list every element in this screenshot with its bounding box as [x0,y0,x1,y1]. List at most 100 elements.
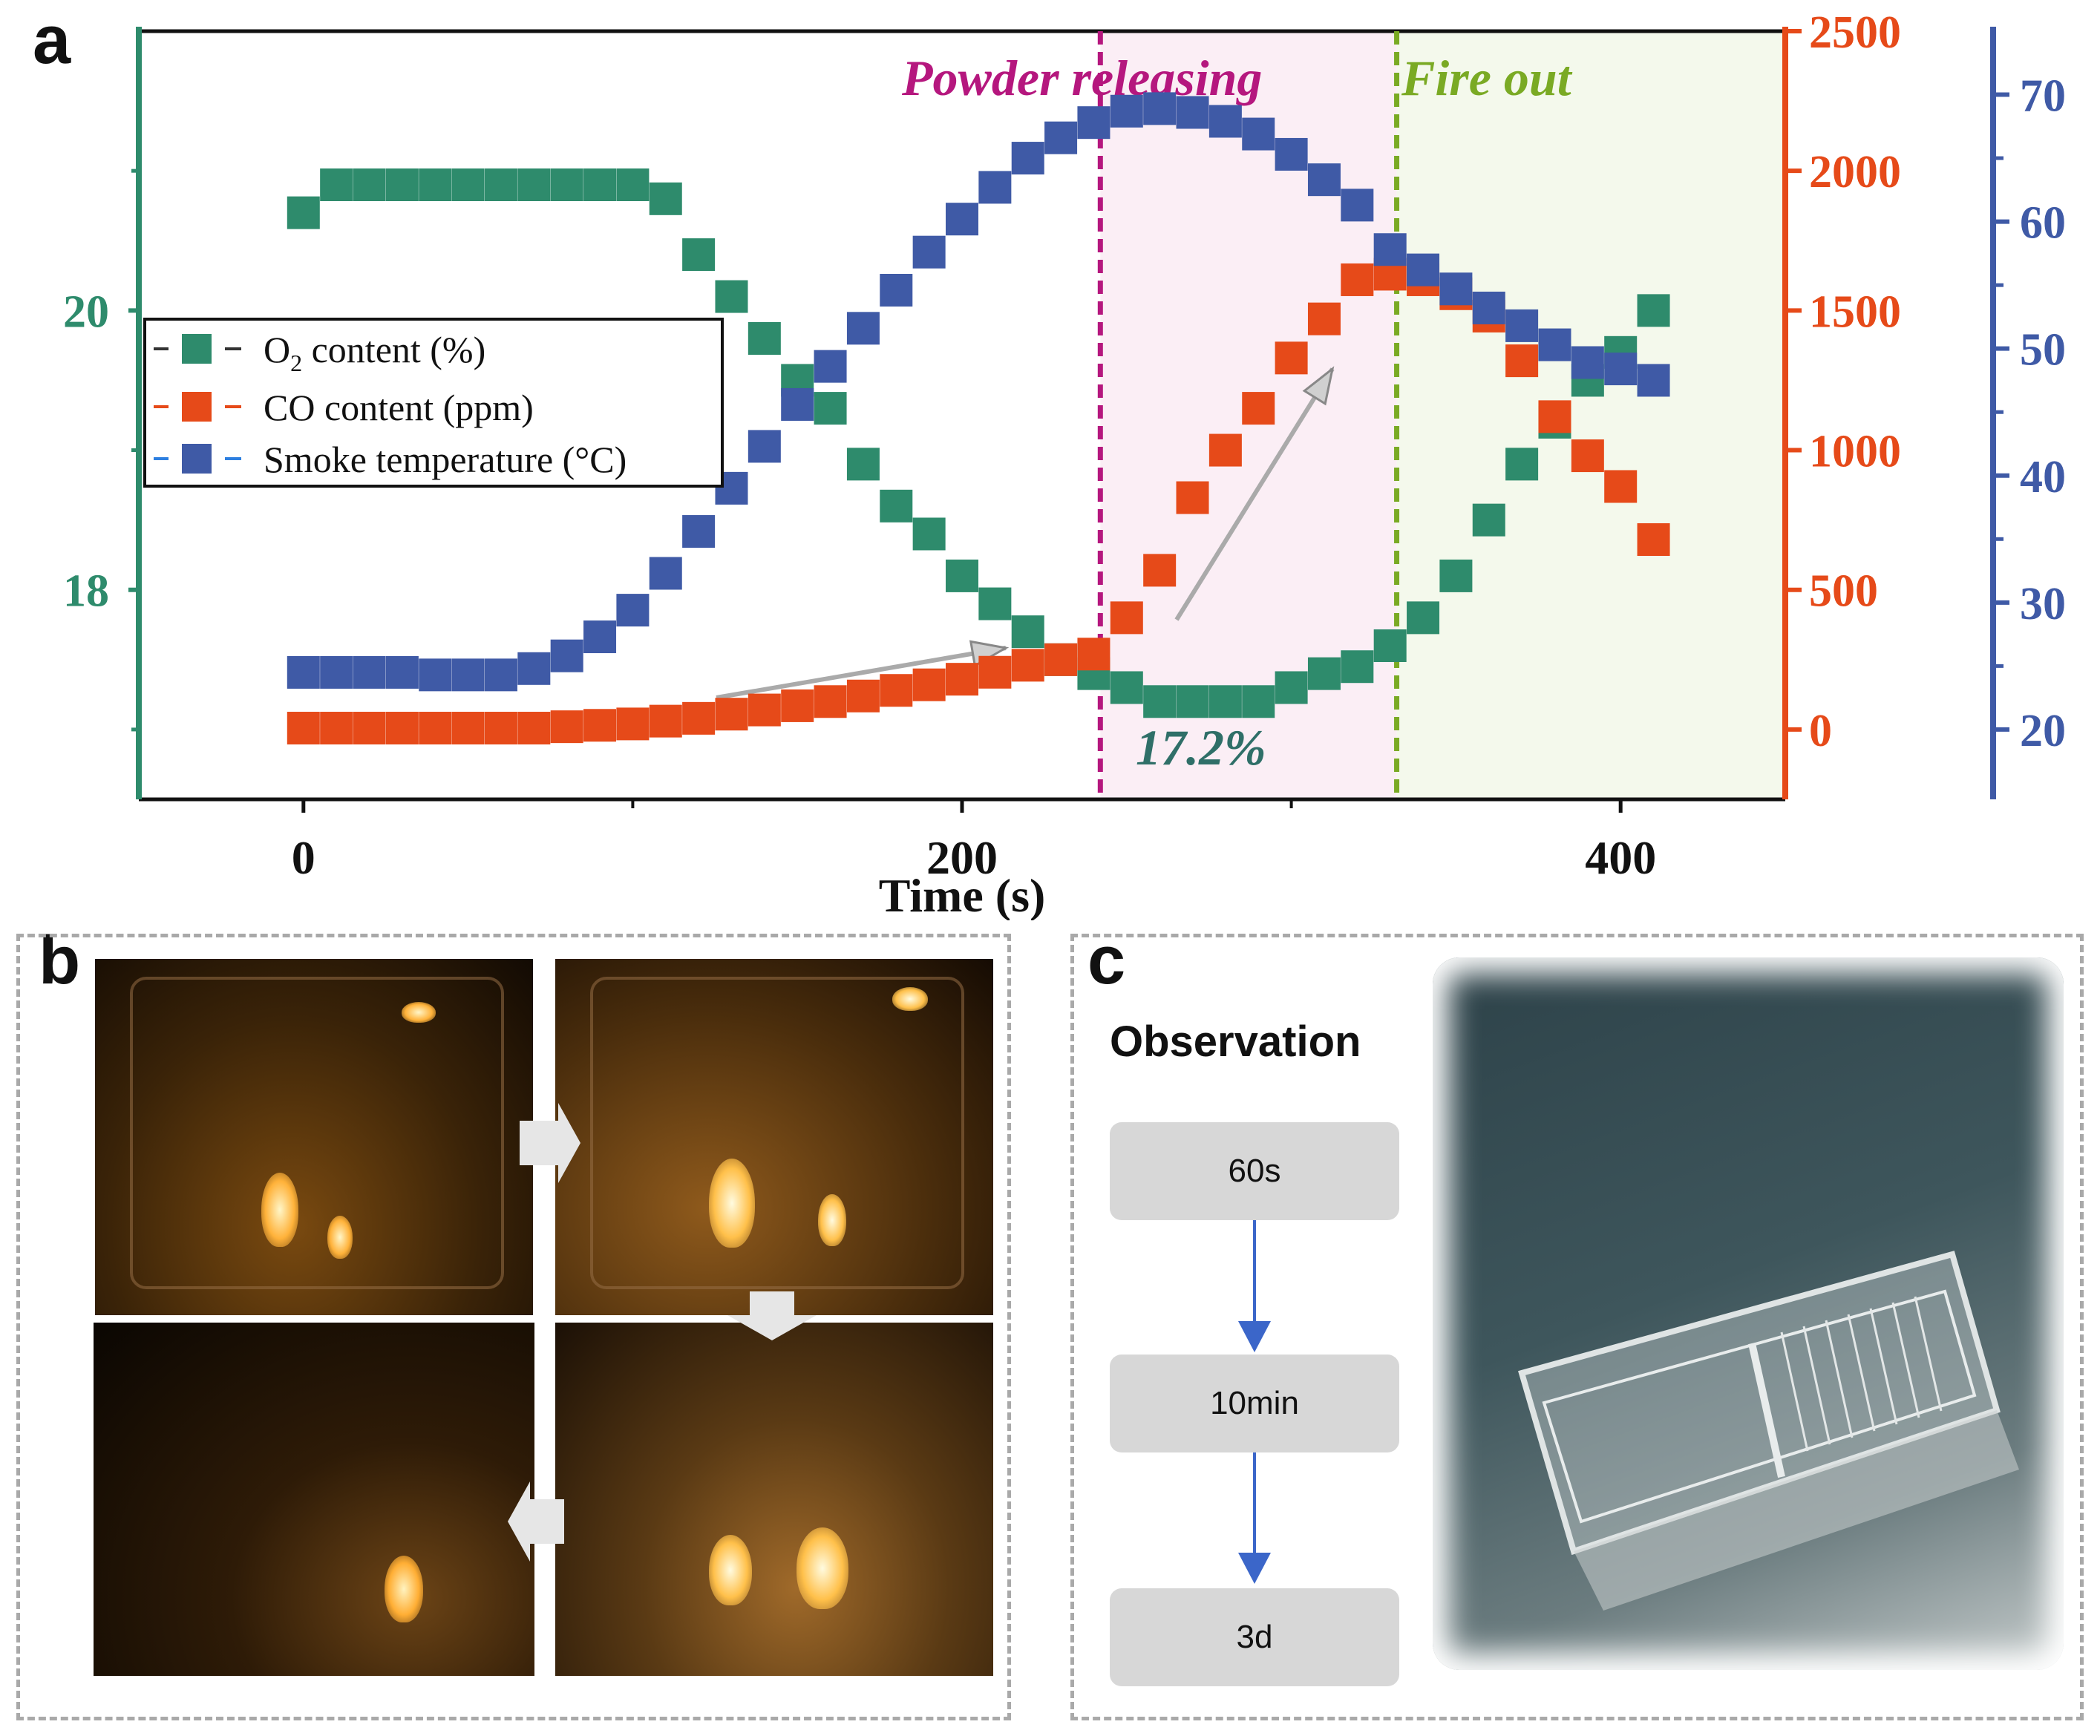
trend-arrow-2-head [1302,366,1335,406]
data-point [1637,294,1670,327]
data-point [1011,649,1044,682]
data-point [451,168,485,201]
region-bg-1 [1396,31,1785,799]
data-point [320,168,353,201]
data-point [1176,96,1209,129]
data-point [1176,481,1209,514]
o2-tick-label-0: 18 [63,566,109,617]
data-point [1637,523,1670,556]
data-point [1044,643,1078,676]
data-point [649,557,682,590]
data-point [1505,448,1539,481]
data-point [1373,233,1407,266]
data-point [1077,638,1110,671]
data-point [1208,433,1242,467]
data-point [353,712,386,745]
data-point [1176,685,1209,718]
data-point [583,168,617,201]
data-point [748,693,781,727]
data-point [484,658,517,692]
data-point [912,517,946,551]
data-point [1505,309,1539,342]
data-point [1208,105,1242,138]
data-point [946,663,978,696]
data-point [419,168,452,201]
data-point [1604,353,1638,386]
mouse-cage-photo [1433,957,2064,1670]
legend-label-co: CO content (ppm) [264,387,534,428]
panel-c-frame [1070,934,2084,1720]
fire-photo-2 [555,959,993,1315]
data-point [1143,92,1177,125]
data-point [748,430,781,463]
data-point [1110,601,1143,635]
data-point [814,350,847,383]
temp-tick-label-1: 30 [2020,579,2066,629]
data-point [912,668,946,701]
data-point [419,712,452,745]
temp-tick-label-0: 20 [2020,706,2066,756]
data-point [682,238,716,272]
legend-label-o2: O2 content (%) [264,329,485,376]
co-tick-label-0: 0 [1809,706,1832,756]
data-point [1571,346,1604,379]
temp-tick-label-2: 40 [2020,452,2066,502]
data-point [748,322,781,355]
data-point [1143,685,1177,718]
region-label-1: Fire out [1401,50,1573,106]
data-point [1505,344,1539,378]
data-point [715,698,748,731]
data-point [287,712,320,745]
data-point [385,655,419,689]
data-point [1110,671,1143,704]
data-point [814,685,847,718]
data-point [287,655,320,689]
data-point [978,655,1012,689]
data-point [1110,94,1143,128]
data-point [880,489,913,523]
co-tick-label-1: 500 [1809,566,1878,617]
data-point [484,712,517,745]
data-point [451,712,485,745]
fire-photo-1 [95,959,533,1315]
data-point [451,658,485,692]
data-point [649,182,682,215]
arrow-down-icon [727,1291,817,1340]
data-point [517,168,551,201]
data-point [1341,263,1374,296]
legend-label-temp: Smoke temperature (°C) [264,439,627,480]
data-point [385,712,419,745]
data-point [616,707,650,741]
data-point [1011,615,1044,649]
co-tick-label-2: 1000 [1809,427,1901,477]
co-tick-label-5: 2500 [1809,7,1901,58]
data-point [353,168,386,201]
data-point [1275,341,1308,375]
flow-step-3d: 3d [1110,1588,1399,1686]
data-point [978,171,1012,204]
x-axis-title: Time (s) [879,869,1046,920]
data-point [1242,685,1275,718]
data-point [1242,392,1275,425]
data-point [1143,554,1177,587]
data-point [550,168,583,201]
data-point [846,312,880,345]
temp-tick-label-4: 60 [2020,198,2066,249]
data-point [1077,106,1110,140]
data-point [978,587,1012,620]
data-point [781,387,814,421]
data-point [946,203,978,236]
data-point [1571,439,1604,473]
data-point [1242,117,1275,151]
data-point [682,515,716,548]
data-point [682,701,716,735]
data-point [1407,601,1440,635]
flow-step-60s: 60s [1110,1122,1399,1220]
data-point [1472,291,1505,324]
x-tick-label-1: 200 [926,831,998,884]
data-point [846,448,880,481]
data-point [616,168,650,201]
data-point [550,710,583,744]
data-point [583,620,617,654]
